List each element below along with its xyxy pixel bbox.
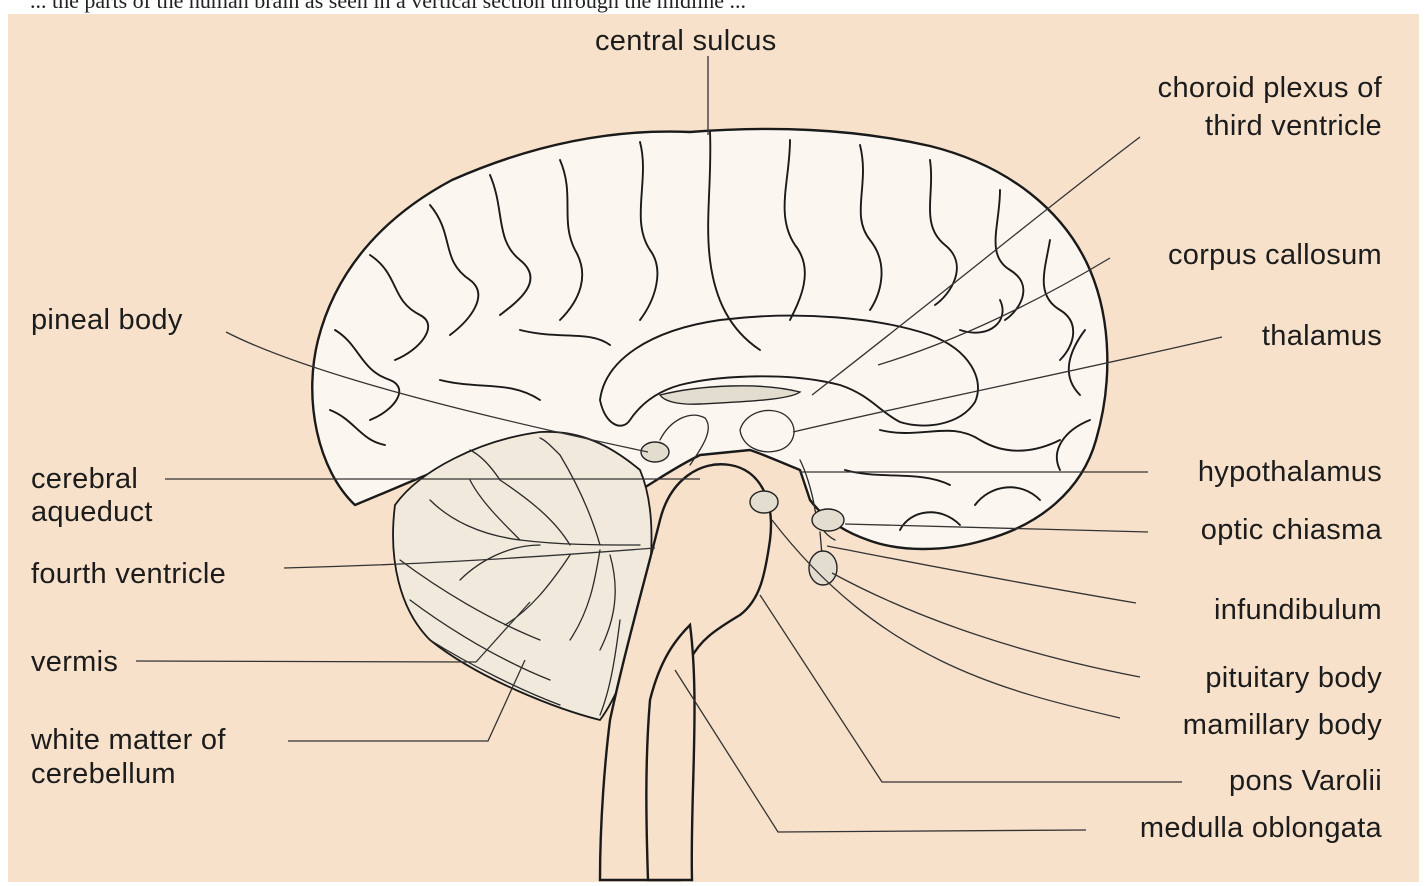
label-optic-chiasma: optic chiasma	[1140, 514, 1382, 546]
label-thalamus: thalamus	[1200, 320, 1382, 352]
label-white-matter-line2: cerebellum	[31, 758, 176, 790]
label-pons-varolii: pons Varolii	[1170, 765, 1382, 797]
label-fourth-ventricle: fourth ventricle	[31, 558, 226, 590]
label-pituitary-body: pituitary body	[1130, 662, 1382, 694]
label-central-sulcus: central sulcus	[595, 25, 777, 57]
label-medulla-oblongata: medulla oblongata	[1080, 812, 1382, 844]
cerebellum	[393, 432, 651, 720]
label-cerebral-aqueduct-line1: cerebral	[31, 463, 138, 495]
label-white-matter-line1: white matter of	[31, 724, 226, 756]
label-choroid-plexus-line1: choroid plexus of	[1110, 72, 1382, 104]
mamillary-body-shape	[750, 491, 778, 513]
label-infundibulum: infundibulum	[1140, 594, 1382, 626]
optic-chiasma-shape	[812, 509, 844, 531]
label-hypothalamus: hypothalamus	[1140, 456, 1382, 488]
label-pineal-body: pineal body	[31, 304, 183, 336]
label-mamillary-body: mamillary body	[1110, 709, 1382, 741]
label-corpus-callosum: corpus callosum	[1100, 239, 1382, 271]
label-choroid-plexus-line2: third ventricle	[1110, 110, 1382, 142]
label-cerebral-aqueduct-line2: aqueduct	[31, 496, 153, 528]
label-vermis: vermis	[31, 646, 118, 678]
